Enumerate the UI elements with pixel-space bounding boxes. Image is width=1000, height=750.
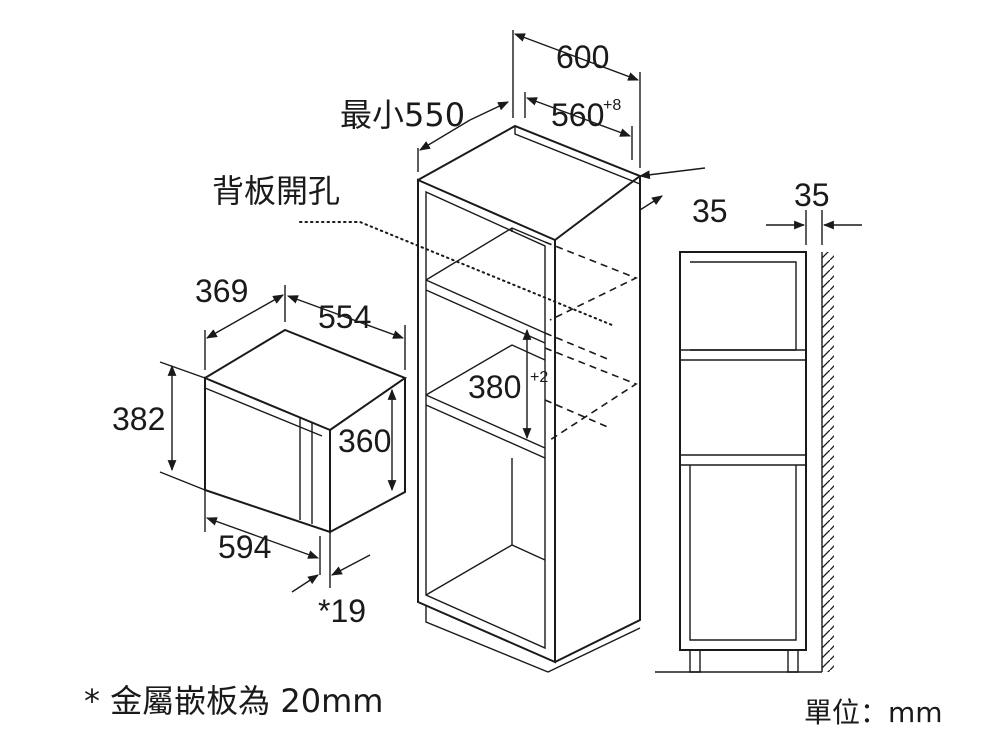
dim-360-label: 360 xyxy=(338,423,391,459)
dim-35-side-label: 35 xyxy=(794,177,830,213)
dim-594-label: 594 xyxy=(218,529,271,565)
dim-560-label: 560 xyxy=(551,97,604,133)
dim-369-label: 369 xyxy=(195,273,248,309)
dim-560-tolerance: +8 xyxy=(603,97,621,114)
dim-35-depth-label: 35 xyxy=(692,193,728,229)
unit-label: 單位：mm xyxy=(804,696,943,729)
dim-380-tolerance: +2 xyxy=(530,369,548,386)
footnote-text: * 金屬嵌板為 20mm xyxy=(84,682,383,720)
cabinet-dimensions xyxy=(417,30,706,440)
back-opening-label: 背板開孔 xyxy=(212,172,340,210)
dim-554-label: 554 xyxy=(318,299,371,335)
min-550-label: 最小550 xyxy=(340,96,465,134)
dim-600-label: 600 xyxy=(556,39,609,75)
dim-380-label: 380 xyxy=(468,369,521,405)
side-section-drawing xyxy=(655,210,862,673)
dim-382-label: 382 xyxy=(112,401,165,437)
dim-19-label: *19 xyxy=(318,593,366,629)
microwave-dimensions xyxy=(159,285,406,593)
